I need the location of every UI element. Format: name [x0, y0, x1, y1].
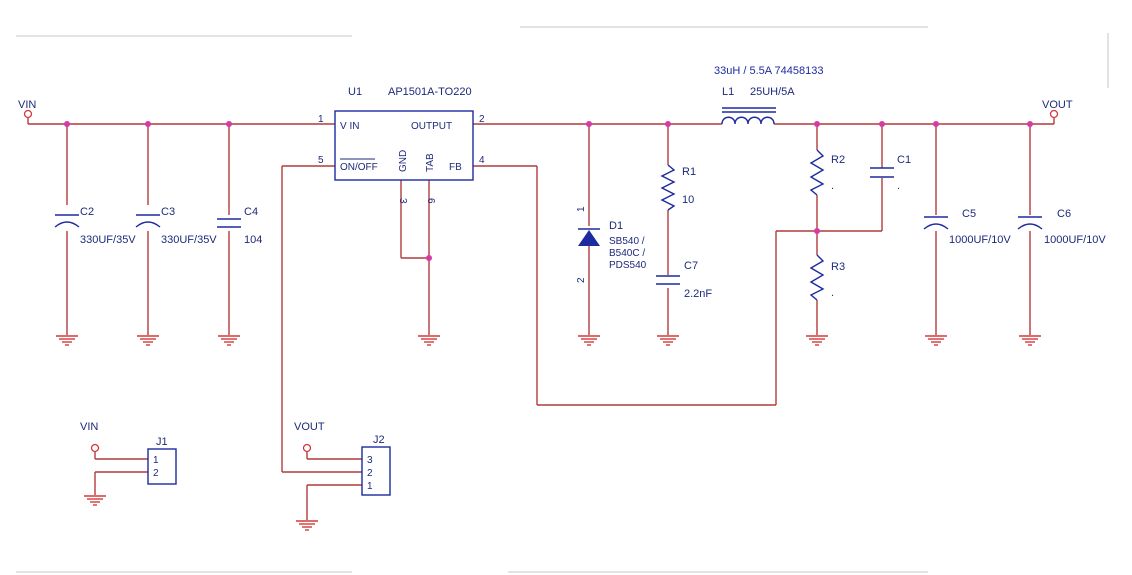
- junction-dots: [64, 121, 1033, 261]
- j2-ref: J2: [373, 434, 385, 446]
- c2-value: 330UF/35V: [80, 234, 136, 246]
- c6-value: 1000UF/10V: [1044, 234, 1106, 246]
- r2-resistor: R2 .: [809, 149, 845, 196]
- d1-pin-2: 2: [576, 277, 587, 283]
- j2-connector: VOUT J2 3 2 1: [294, 421, 391, 496]
- j2-pin-1: 1: [367, 481, 373, 492]
- j1-connector: VIN J1 1 2: [80, 421, 177, 485]
- u1-pin-num-5: 5: [318, 155, 324, 166]
- c1-value: .: [897, 180, 900, 192]
- l1-inductor: 33uH / 5.5A 74458133 L1 25UH/5A: [714, 65, 823, 125]
- c3-ref: C3: [161, 206, 175, 218]
- r1-value: 10: [682, 194, 694, 206]
- r3-resistor: R3 .: [809, 254, 845, 301]
- c3-capacitor: C3 330UF/35V: [135, 206, 217, 246]
- wires: [28, 123, 1054, 520]
- r1-ref: R1: [682, 166, 696, 178]
- d1-value-line-2: B540C /: [609, 248, 645, 259]
- u1-pin-vin: V IN: [340, 121, 359, 132]
- c4-ref: C4: [244, 206, 258, 218]
- c6-capacitor: C6 1000UF/10V: [1017, 208, 1106, 246]
- j1-ref: J1: [156, 436, 168, 448]
- c3-value: 330UF/35V: [161, 234, 217, 246]
- r2-value: .: [831, 180, 834, 192]
- u1-pin-output: OUTPUT: [411, 121, 452, 132]
- u1-pin-onoff: ON/OFF: [340, 162, 378, 173]
- c7-capacitor: C7 2.2nF: [656, 260, 712, 300]
- j1-pin-2: 2: [153, 468, 159, 479]
- c5-capacitor: C5 1000UF/10V: [923, 208, 1011, 246]
- l1-value: 25UH/5A: [750, 86, 795, 98]
- vin-port: VIN: [18, 99, 36, 124]
- d1-diode: 1 2 D1 SB540 / B540C / PDS540: [576, 206, 647, 283]
- c5-ref: C5: [962, 208, 976, 220]
- u1-regulator: U1 AP1501A-TO220 V IN OUTPUT ON/OFF FB G…: [318, 86, 485, 204]
- u1-pin-gnd: GND: [398, 150, 409, 172]
- c4-value: 104: [244, 234, 262, 246]
- c4-capacitor: C4 104: [217, 206, 262, 246]
- u1-pin-num-2: 2: [479, 114, 485, 125]
- c1-ref: C1: [897, 154, 911, 166]
- d1-ref: D1: [609, 220, 623, 232]
- u1-pin-num-3: 3: [397, 198, 408, 204]
- c2-capacitor: C2 330UF/35V: [54, 206, 136, 246]
- u1-part: AP1501A-TO220: [388, 86, 472, 98]
- r2-ref: R2: [831, 154, 845, 166]
- j2-net-label: VOUT: [294, 421, 325, 433]
- u1-pin-num-4: 4: [479, 155, 485, 166]
- r3-ref: R3: [831, 261, 845, 273]
- d1-pin-1: 1: [576, 206, 587, 212]
- u1-ref: U1: [348, 86, 362, 98]
- d1-value-line-3: PDS540: [609, 260, 647, 271]
- ground-symbols: [55, 335, 1042, 531]
- vout-port: VOUT: [1042, 99, 1073, 124]
- u1-pin-tab: TAB: [425, 153, 436, 172]
- inductor-part-note: 33uH / 5.5A 74458133: [714, 65, 823, 77]
- u1-pin-num-1: 1: [318, 114, 324, 125]
- c2-ref: C2: [80, 206, 94, 218]
- u1-pin-fb: FB: [449, 162, 462, 173]
- u1-pin-num-6: 6: [425, 198, 436, 204]
- j2-pin-2: 2: [367, 468, 373, 479]
- r3-value: .: [831, 287, 834, 299]
- j2-pin-3: 3: [367, 455, 373, 466]
- c6-ref: C6: [1057, 208, 1071, 220]
- d1-value-line-1: SB540 /: [609, 236, 645, 247]
- vin-label: VIN: [18, 99, 36, 111]
- c5-value: 1000UF/10V: [949, 234, 1011, 246]
- vout-label: VOUT: [1042, 99, 1073, 111]
- c7-value: 2.2nF: [684, 288, 712, 300]
- page-frame: [16, 26, 1109, 573]
- l1-ref: L1: [722, 86, 734, 98]
- j1-pin-1: 1: [153, 455, 159, 466]
- c7-ref: C7: [684, 260, 698, 272]
- c1-capacitor: C1 .: [870, 154, 911, 192]
- r1-resistor: R1 10: [660, 164, 696, 211]
- j1-net-label: VIN: [80, 421, 98, 433]
